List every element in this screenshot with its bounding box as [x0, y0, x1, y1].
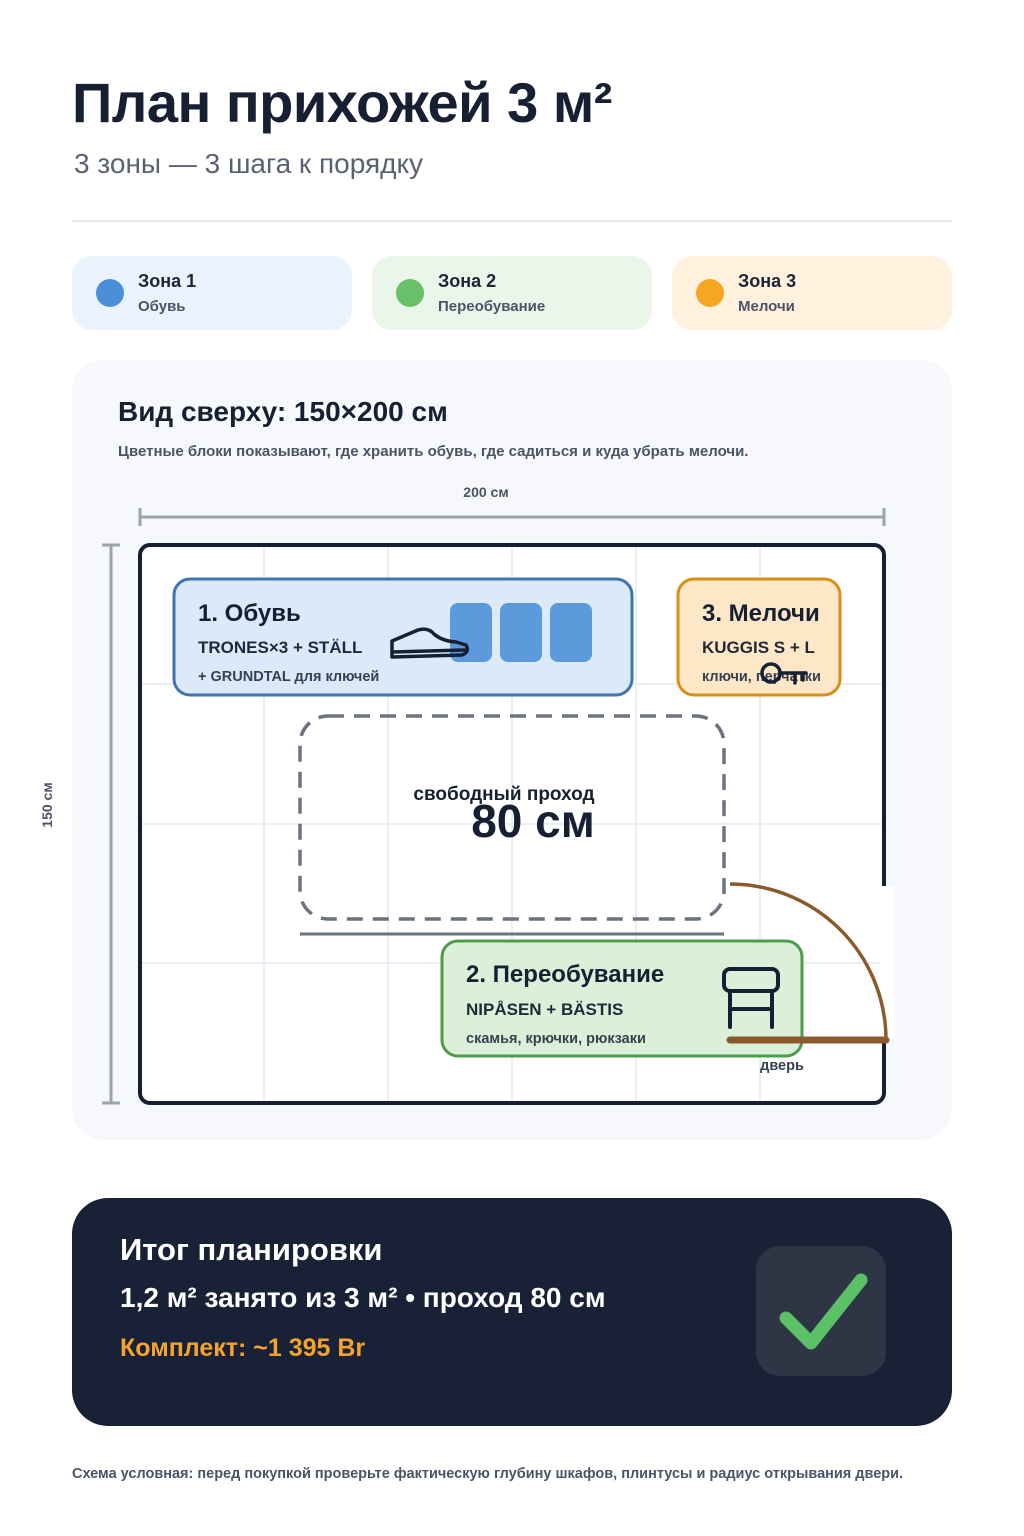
zone-small-items: [676, 577, 842, 697]
bench-icon: [722, 967, 780, 1029]
passage-label: свободный проход: [413, 784, 594, 805]
zone-shoes-extra: + GRUNDTAL для ключей: [198, 669, 379, 685]
shoe-cabinet-module: [450, 603, 492, 662]
legend-subtitle: Переобувание: [438, 298, 546, 315]
summary-metrics: 1,2 м² занято из 3 м² • проход 80 см: [120, 1282, 606, 1313]
zone-shoes-title: 1. Обувь: [198, 600, 301, 627]
checkmark-icon: [779, 1273, 868, 1350]
summary-price: Комплект: ~1 395 Br: [120, 1334, 366, 1362]
zone-changing-extra: скамья, крючки, рюкзаки: [466, 1031, 646, 1047]
plan-description: Цветные блоки показывают, где хранить об…: [118, 443, 749, 460]
legend-zone-3: Зона 3 Мелочи: [672, 256, 952, 330]
plan-title: Вид сверху: 150×200 см: [118, 396, 448, 427]
legend-subtitle: Мелочи: [738, 298, 795, 315]
height-dimension-label: 150 см: [39, 782, 55, 827]
legend-dot: [696, 279, 724, 307]
zone-small-items-title: 3. Мелочи: [702, 600, 820, 627]
width-dimension-label: 200 см: [463, 484, 508, 500]
zone-changing-products: NIPÅSEN + BÄSTIS: [466, 1000, 623, 1019]
checkmark-badge: [756, 1246, 886, 1376]
shoe-cabinet-module: [550, 603, 592, 662]
summary-card: Итог планировки 1,2 м² занято из 3 м² • …: [72, 1198, 952, 1426]
door-label: дверь: [760, 1058, 804, 1074]
free-passage-area: [298, 714, 726, 921]
legend-dot: [96, 279, 124, 307]
width-dimension-line: [138, 508, 886, 526]
legend-title: Зона 2: [438, 271, 497, 291]
legend-zone-2: Зона 2 Переобувание: [372, 256, 652, 330]
legend-title: Зона 1: [138, 271, 197, 291]
legend-title: Зона 3: [738, 271, 797, 291]
height-dimension-line: [102, 543, 120, 1105]
room-walls: [138, 543, 886, 1105]
footnote: Схема условная: перед покупкой проверьте…: [72, 1466, 904, 1482]
legend-dot: [396, 279, 424, 307]
header-divider: [72, 220, 952, 222]
legend-subtitle: Обувь: [138, 298, 186, 315]
legend-zone-1: Зона 1 Обувь: [72, 256, 352, 330]
shoe-cabinet-module: [500, 603, 542, 662]
door-opening: [879, 886, 895, 1039]
page-subtitle: 3 зоны — 3 шага к порядку: [74, 148, 424, 179]
zone-changing-title: 2. Переобувание: [466, 961, 664, 988]
passage-width-value: 80 см: [471, 795, 595, 847]
shoe-icon: [390, 627, 470, 659]
door-swing-arc: [729, 882, 888, 1041]
key-icon: [760, 662, 808, 685]
floor-plan-diagram: 200 см 150 см свободный проход 80 см 1. …: [39, 484, 895, 1105]
zone-shoes-products: TRONES×3 + STÄLL: [198, 638, 362, 657]
zone-changing: [440, 939, 804, 1058]
zone-small-items-products: KUGGIS S + L: [702, 638, 815, 657]
page-title: План прихожей 3 м²: [72, 71, 612, 134]
summary-title: Итог планировки: [120, 1232, 383, 1267]
